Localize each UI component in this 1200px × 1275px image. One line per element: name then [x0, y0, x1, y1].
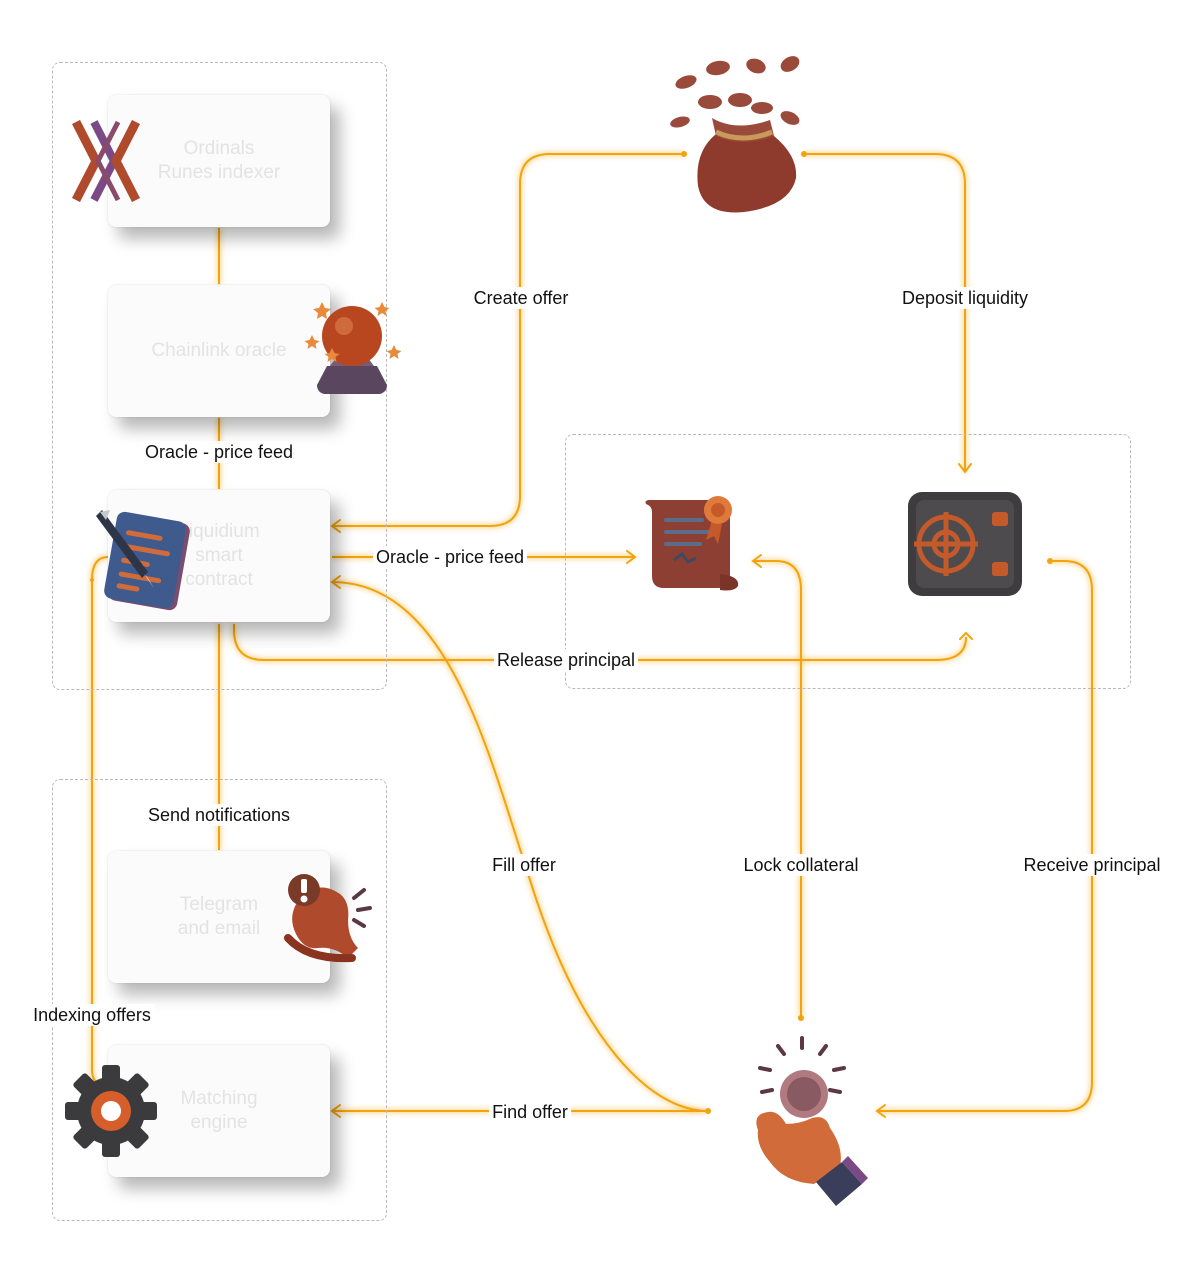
- card-title: Ordinals Runes indexer: [157, 138, 281, 183]
- label-deposit-liquidity: Deposit liquidity: [898, 287, 1032, 309]
- contract-pen-icon: [96, 510, 190, 611]
- label-create-offer: Create offer: [470, 287, 572, 309]
- logo-icon: [71, 120, 141, 202]
- card-title: Telegram and email: [177, 894, 261, 939]
- card-runes-indexer[interactable]: Ordinals Runes indexer: [108, 95, 330, 227]
- label-receive-principal: Receive principal: [1020, 854, 1164, 876]
- connector-receive-principal: [877, 560, 1093, 1112]
- card-title: Liquidium smart contract: [178, 521, 260, 590]
- label-send-notifications: Send notifications: [144, 804, 294, 826]
- connector-dots: [90, 151, 1053, 1114]
- group-box-vault: [565, 434, 1131, 689]
- label-find-offer: Find offer: [489, 1101, 571, 1123]
- notification-bell-icon: [284, 874, 372, 963]
- connector-release-principal: [233, 624, 967, 661]
- label-release-principal: Release principal: [493, 649, 639, 671]
- label-oracle-price-feed-right: Oracle - price feed: [372, 546, 528, 568]
- money-bag-icon: [670, 56, 800, 213]
- gear-icon: [65, 1065, 157, 1157]
- label-indexing-offers: Indexing offers: [30, 1004, 154, 1026]
- safe-vault-icon: [908, 492, 1022, 596]
- arrowheads: [330, 463, 973, 1118]
- connector-create-offer: [332, 153, 684, 527]
- crystal-ball-icon: [304, 302, 402, 394]
- label-fill-offer: Fill offer: [489, 854, 559, 876]
- connector-deposit-liquidity: [804, 153, 966, 472]
- hand-coin-icon: [756, 1036, 868, 1206]
- group-box-top-left: [52, 62, 387, 690]
- card-title: Chainlink oracle: [151, 340, 287, 361]
- connector-fill-offer: [331, 581, 709, 1112]
- certificate-scroll-icon: [645, 496, 739, 591]
- card-oracle[interactable]: Chainlink oracle: [108, 285, 330, 417]
- label-oracle-price-feed-left: Oracle - price feed: [141, 441, 297, 463]
- card-title: Matching engine: [180, 1088, 258, 1133]
- connector-lock-collateral: [753, 560, 802, 1018]
- label-lock-collateral: Lock collateral: [740, 854, 862, 876]
- group-box-bottom-left: [52, 779, 387, 1221]
